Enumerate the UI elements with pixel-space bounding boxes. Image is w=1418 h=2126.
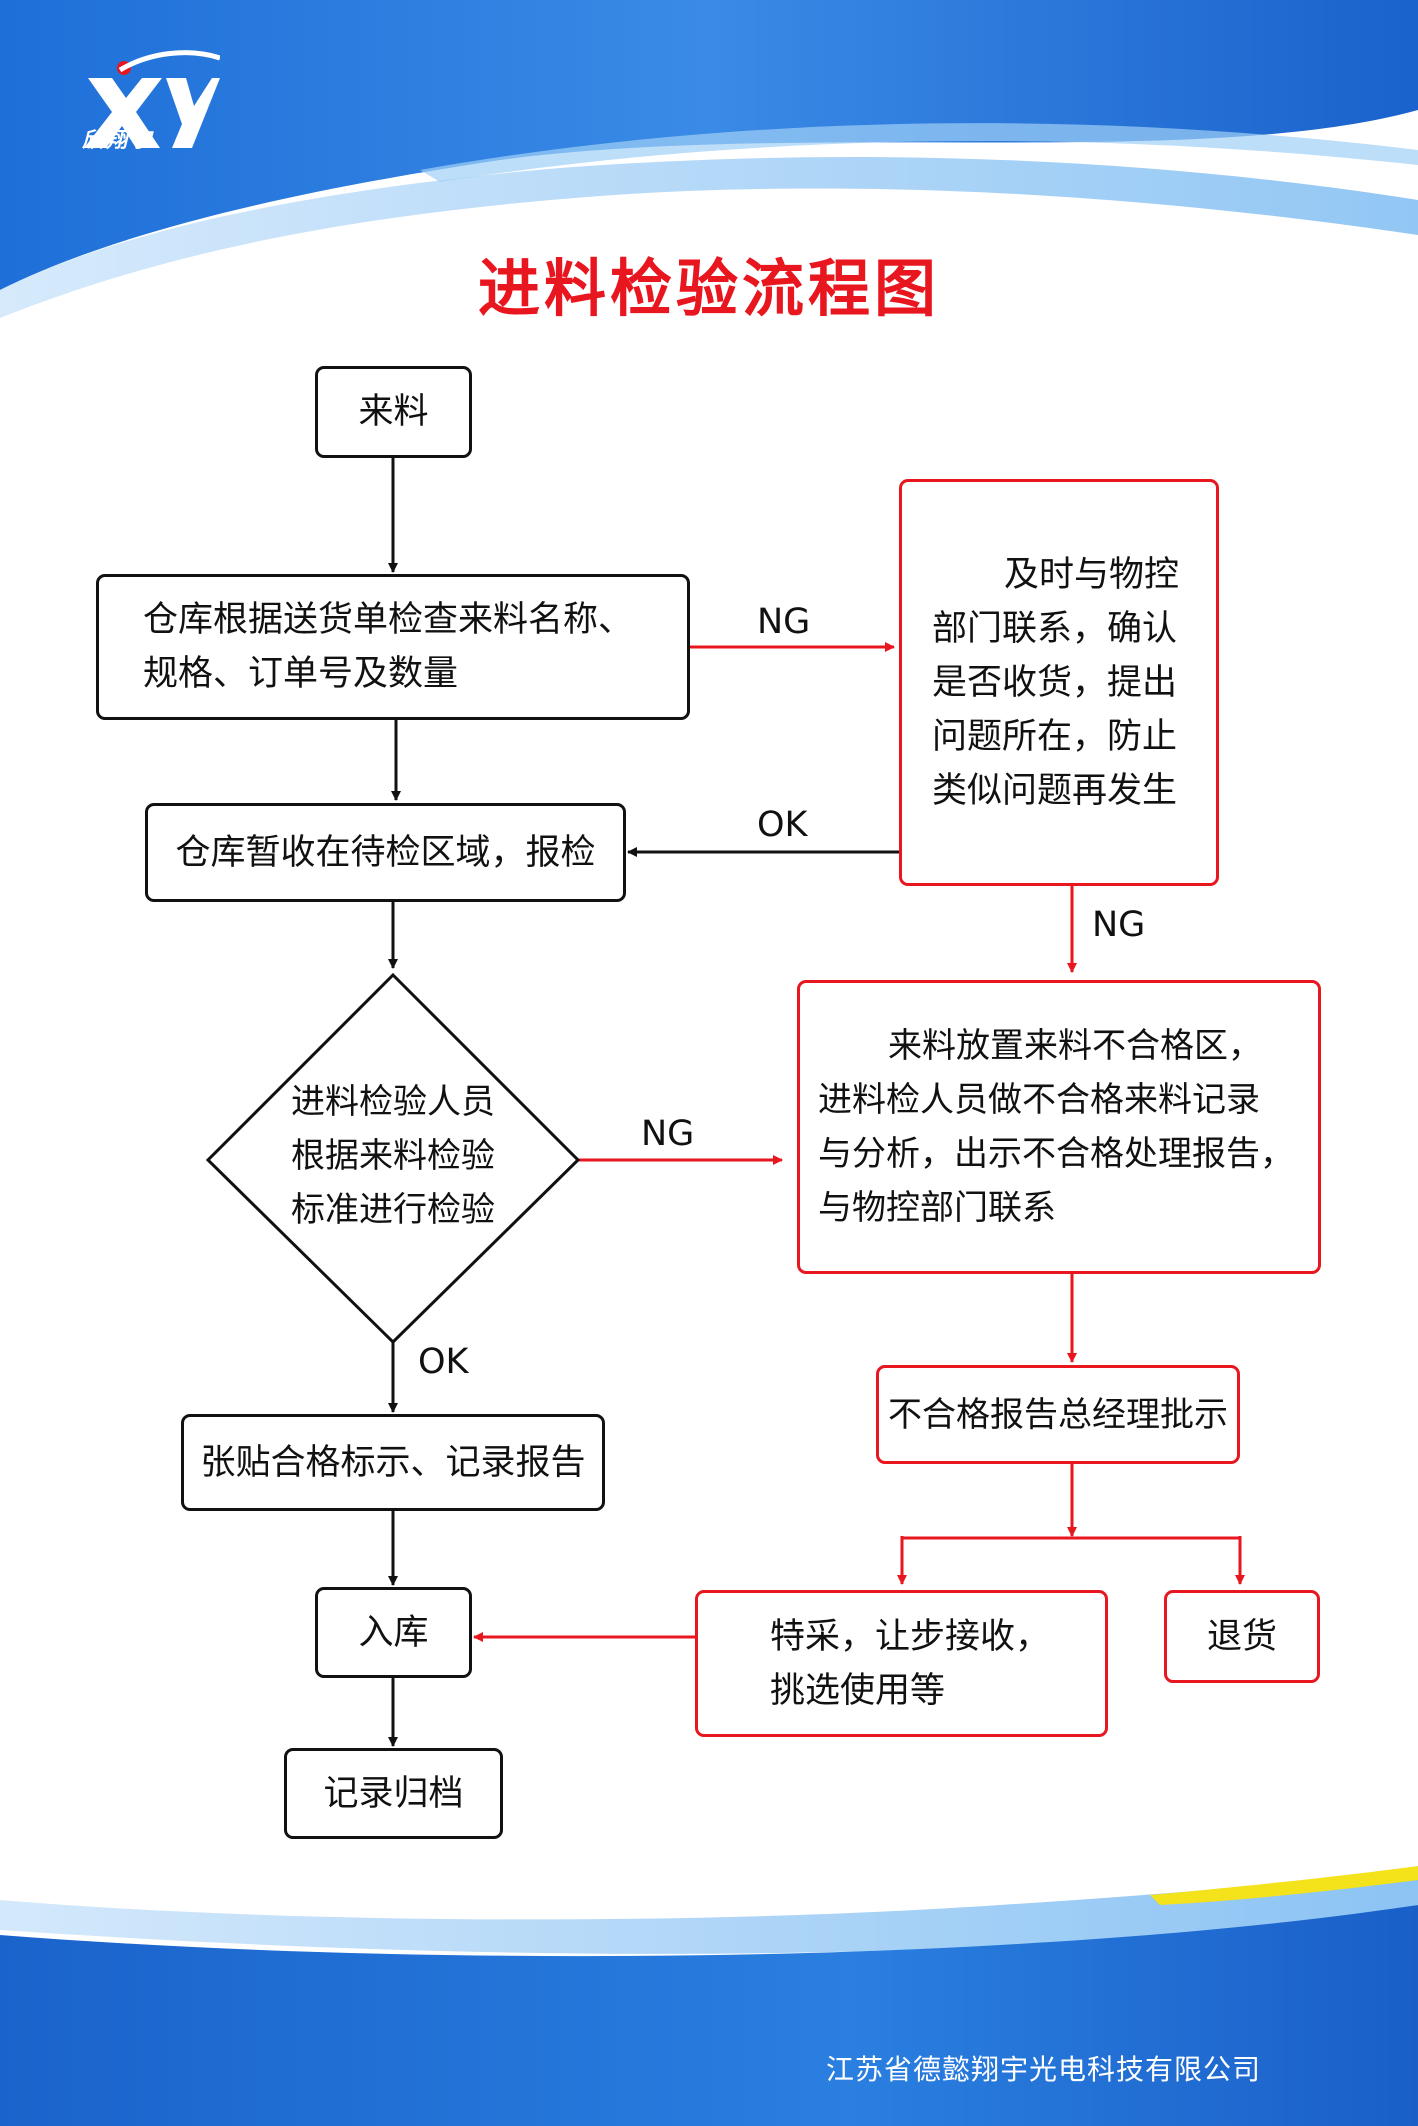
node-contact-material-line-2: 部门联系，确认	[932, 608, 1178, 649]
decision-diamond-shape	[205, 972, 581, 1345]
node-nonconforming-area-line-2: 进料检人员做不合格来料记录	[818, 1080, 1260, 1120]
node-special-accept: 特采，让步接收， 挑选使用等	[695, 1590, 1108, 1737]
node-label-report: 张贴合格标示、记录报告	[181, 1414, 605, 1511]
edge-label-inspect-ok: OK	[418, 1342, 469, 1382]
node-inspect-decision-line-3: 标准进行检验	[291, 1190, 495, 1230]
node-warehouse-check-line-1: 仓库根据送货单检查来料名称、	[143, 600, 634, 640]
edge-label-contact-ng: NG	[1092, 905, 1146, 945]
node-temp-receive: 仓库暂收在待检区域，报检	[145, 803, 626, 902]
node-nonconforming-area-line-1: 来料放置来料不合格区，	[888, 1026, 1262, 1066]
node-nonconforming-area-line-3: 与分析，出示不合格处理报告，	[818, 1134, 1294, 1174]
node-warehouse-check: 仓库根据送货单检查来料名称、 规格、订单号及数量	[96, 574, 690, 720]
node-special-accept-line-1: 特采，让步接收，	[770, 1616, 1051, 1657]
node-special-accept-line-2: 挑选使用等	[770, 1670, 946, 1711]
node-nonconforming-area-line-4: 与物控部门联系	[818, 1188, 1056, 1228]
node-gm-approval: 不合格报告总经理批示	[876, 1365, 1240, 1464]
node-inspect-decision: 进料检验人员 根据来料检验 标准进行检验	[248, 1075, 538, 1237]
edge-label-contact-ok: OK	[757, 805, 808, 845]
edge-label-check-ng: NG	[757, 602, 811, 642]
node-contact-material-line-5: 类似问题再发生	[932, 770, 1178, 811]
node-archive: 记录归档	[284, 1748, 503, 1839]
node-contact-material-line-1: 及时与物控	[1004, 554, 1180, 595]
company-logo	[84, 50, 220, 148]
node-store: 入库	[315, 1587, 472, 1678]
node-nonconforming-area: 来料放置来料不合格区， 进料检人员做不合格来料记录 与分析，出示不合格处理报告，…	[797, 980, 1321, 1274]
connector-branch	[900, 1536, 1242, 1560]
node-return-goods: 退货	[1164, 1590, 1320, 1683]
node-contact-material-line-3: 是否收货，提出	[932, 662, 1178, 703]
page-title: 进料检验流程图	[477, 252, 940, 325]
node-contact-material-line-4: 问题所在，防止	[932, 716, 1178, 757]
edge-label-inspect-ng: NG	[641, 1114, 695, 1154]
node-inspect-decision-line-2: 根据来料检验	[291, 1136, 495, 1176]
node-contact-material: 及时与物控 部门联系，确认 是否收货，提出 问题所在，防止 类似问题再发生	[899, 479, 1219, 886]
node-inspect-decision-line-1: 进料检验人员	[291, 1082, 495, 1122]
node-incoming: 来料	[315, 366, 472, 458]
logo-caption: 欣翔宇	[82, 128, 154, 152]
footer-company-name: 江苏省德懿翔宇光电科技有限公司	[826, 2053, 1262, 2086]
node-warehouse-check-line-2: 规格、订单号及数量	[143, 654, 459, 694]
